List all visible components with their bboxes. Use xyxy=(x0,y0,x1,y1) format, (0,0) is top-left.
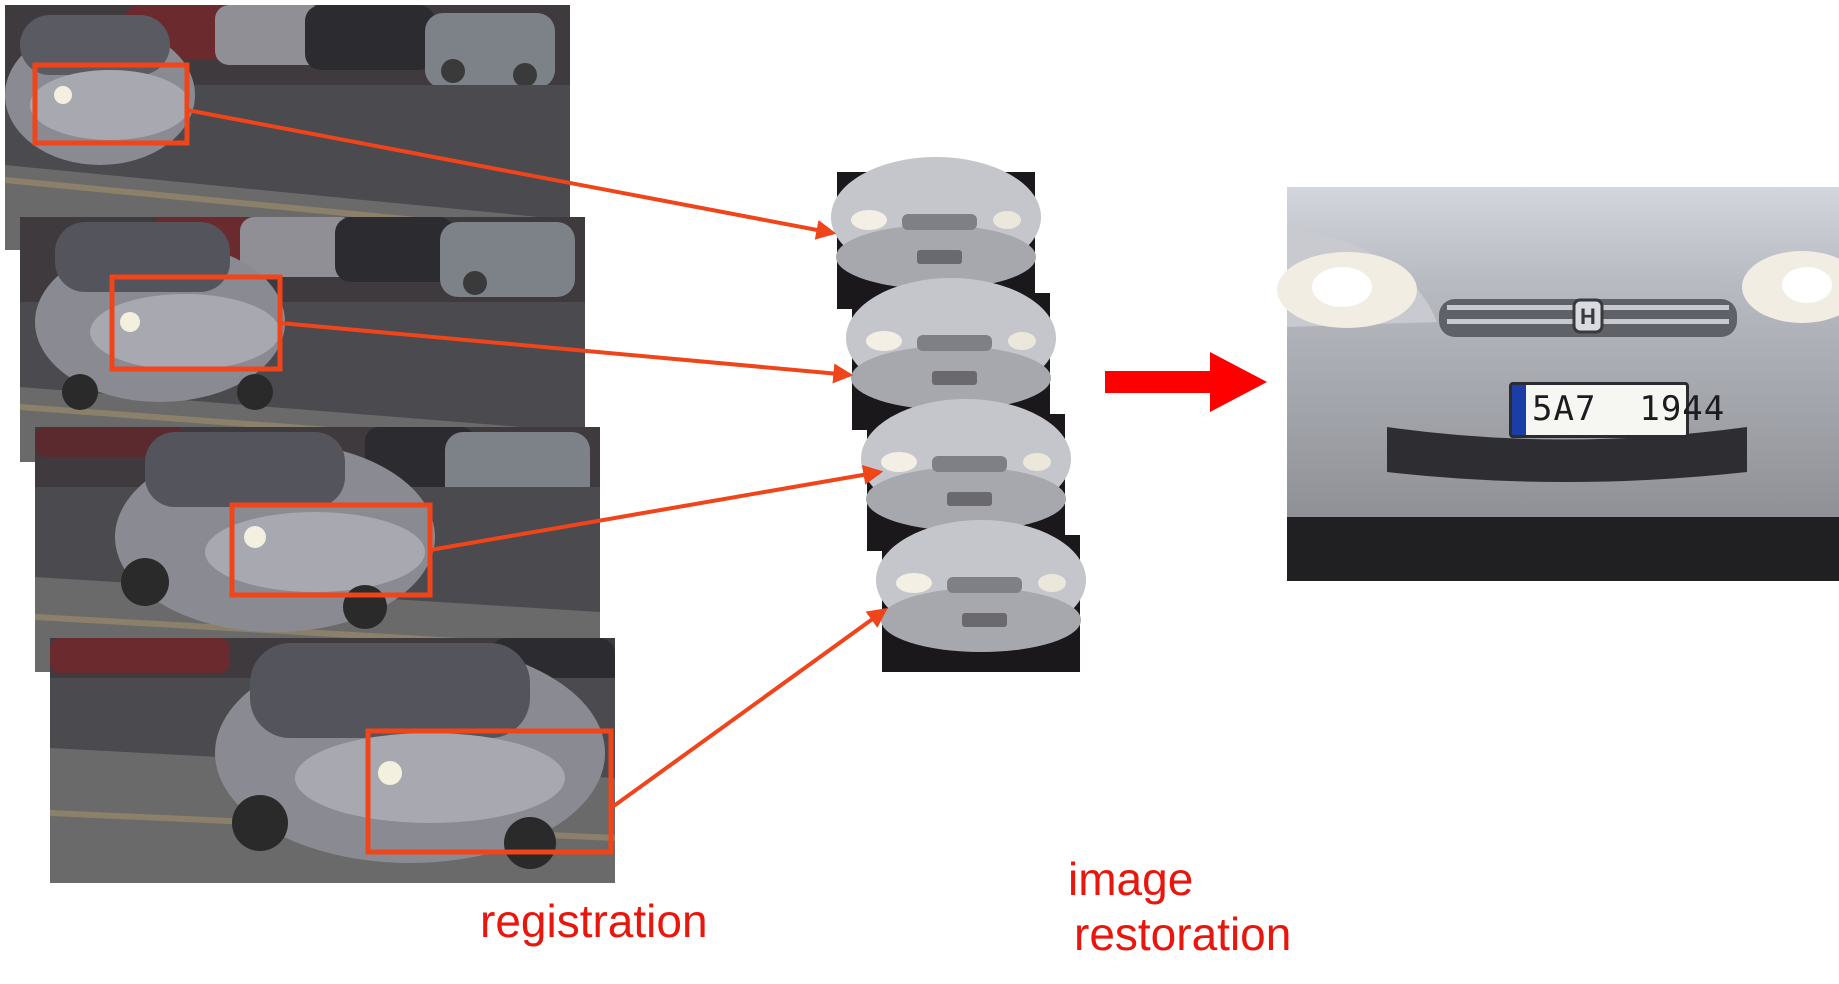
license-plate: 5A7 1944 xyxy=(1509,382,1726,438)
restored-image: H 5A7 1944 xyxy=(1277,187,1839,581)
video-frame-3 xyxy=(34,427,601,672)
registration-label: registration xyxy=(480,895,708,947)
plate-eu-strip xyxy=(1512,385,1526,435)
image-restoration-label-line1: image xyxy=(1068,853,1194,905)
image-restoration-label-line2: restoration xyxy=(1074,908,1292,960)
video-frame-4 xyxy=(49,638,616,883)
video-frame-1 xyxy=(4,5,571,250)
svg-text:H: H xyxy=(1580,304,1596,329)
restoration-block-arrow xyxy=(1105,352,1267,412)
registration-arrow-4 xyxy=(609,608,888,810)
video-frame-2 xyxy=(19,217,586,462)
registered-crop-4 xyxy=(876,520,1086,672)
plate-text: 5A7 1944 xyxy=(1532,389,1726,429)
